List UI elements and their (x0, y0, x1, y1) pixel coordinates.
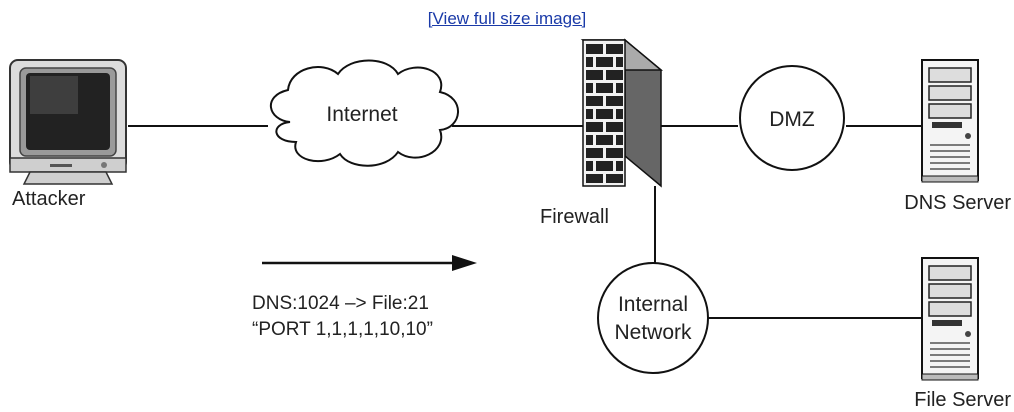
firewall-icon (580, 38, 664, 188)
internal-network-node (597, 262, 709, 374)
file-server-icon (921, 257, 979, 381)
attacker-computer-icon (9, 59, 127, 185)
internal-network-label-line2: Network (614, 321, 692, 344)
view-full-size-link[interactable]: [View full size image] (427, 9, 587, 28)
dmz-label: DMZ (769, 108, 815, 131)
internet-cloud-icon (269, 59, 459, 167)
attacker-label: Attacker (12, 188, 86, 210)
internal-network-label-line1: Internal (618, 293, 688, 316)
annotation-line-1: DNS:1024 –> File:21 (252, 293, 429, 314)
internet-label: Internet (326, 103, 397, 126)
firewall-label: Firewall (540, 206, 609, 228)
annotation-line-2: “PORT 1,1,1,1,10,10” (252, 319, 433, 340)
file-server-label: File Server (914, 389, 1011, 411)
dns-server-icon (921, 59, 979, 183)
flow-arrow (262, 255, 477, 271)
dns-server-label: DNS Server (904, 192, 1011, 214)
dmz-node (739, 65, 845, 171)
